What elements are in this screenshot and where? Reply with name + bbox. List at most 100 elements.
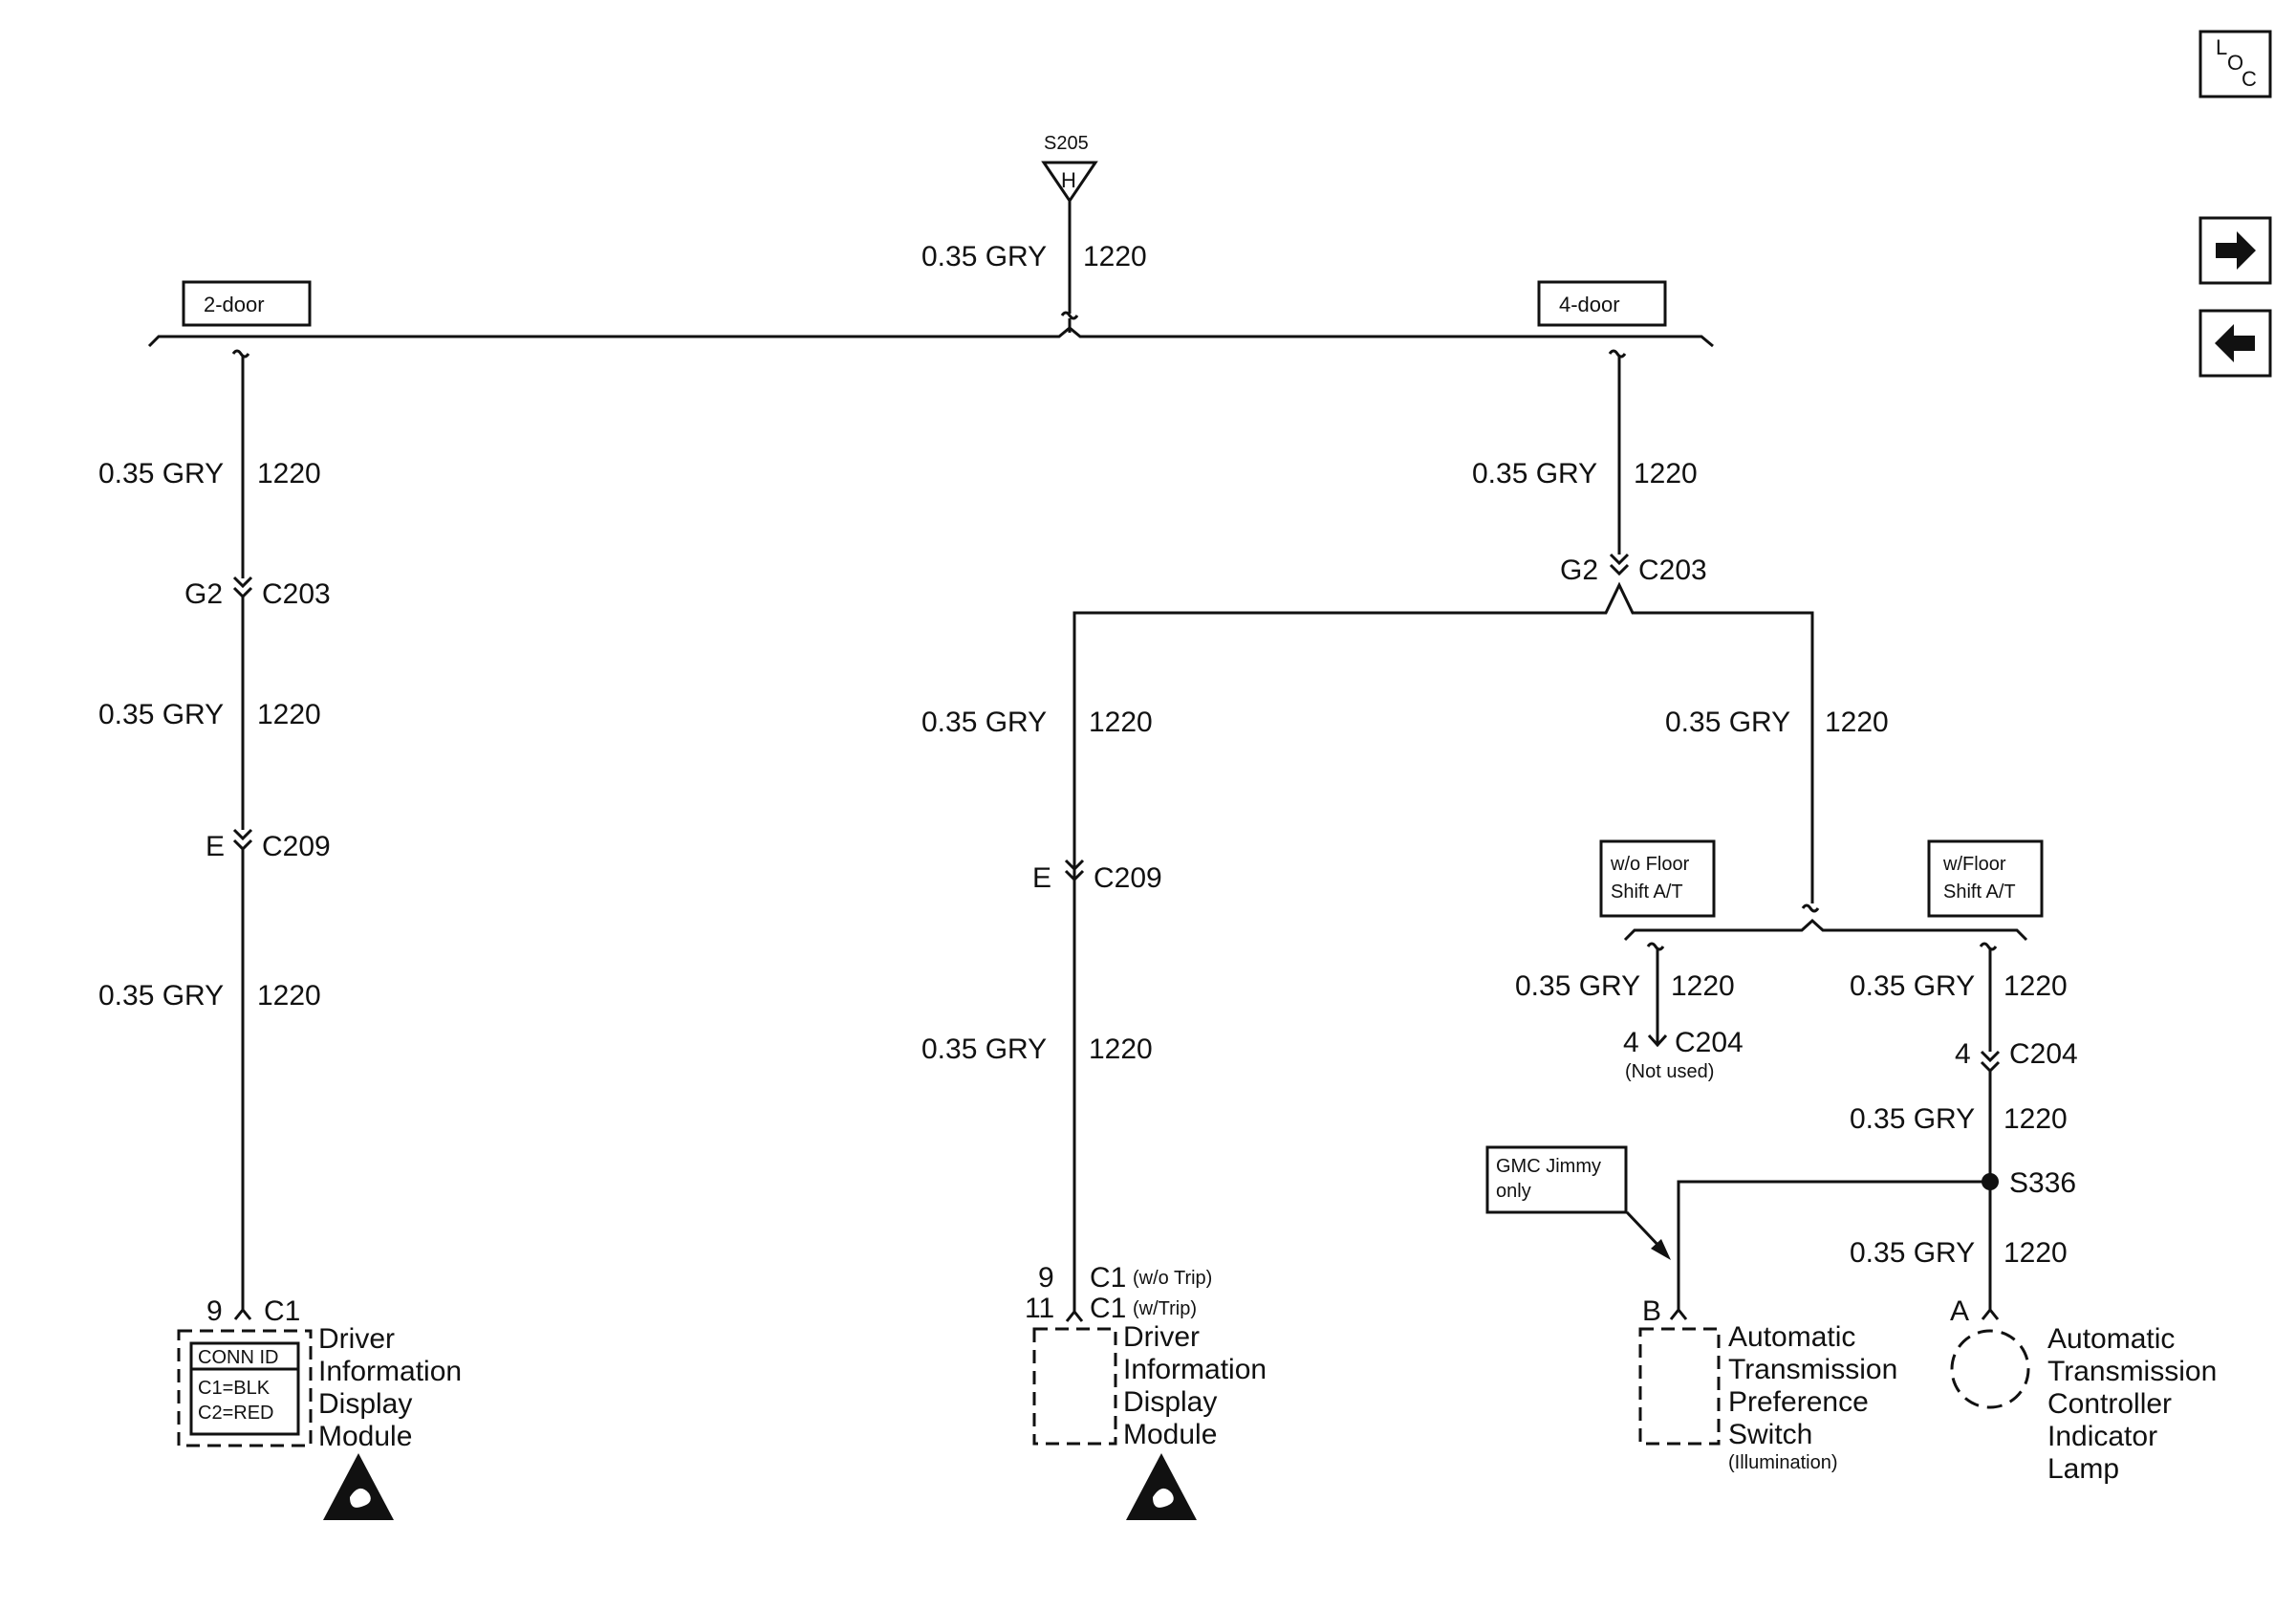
arrow-left-icon <box>2215 324 2255 362</box>
switch-name-4: Switch <box>1728 1419 1812 1450</box>
wire-color-right-1: 0.35 GRY <box>1472 458 1597 490</box>
wire-color-left-1: 0.35 GRY <box>98 458 224 490</box>
connector-c203-left-symbol <box>232 576 253 599</box>
conn-id-title: CONN ID <box>198 1347 278 1368</box>
variant-bracket <box>147 326 1714 348</box>
splice-s336-label: S336 <box>2009 1167 2076 1199</box>
switch-name-3: Preference <box>1728 1386 1869 1418</box>
switch-name-2: Transmission <box>1728 1354 1897 1385</box>
module-mid-conn-a: C1 <box>1090 1262 1126 1294</box>
module-mid-note-a: (w/o Trip) <box>1133 1268 1212 1289</box>
wo-floor-shift-line2: Shift A/T <box>1611 881 1683 903</box>
wire-color-left-2: 0.35 GRY <box>98 699 224 730</box>
module-mid-name-2: Information <box>1123 1354 1267 1385</box>
wire-break-left <box>231 349 250 359</box>
wire-circuit-wo: 1220 <box>1671 970 1735 1002</box>
lamp-pin: A <box>1950 1295 1969 1327</box>
connector-c203-left-name: C203 <box>262 578 331 610</box>
wire-circuit-left-2: 1220 <box>257 699 321 730</box>
esd-warning-icon <box>323 1453 394 1520</box>
loc-l: L <box>2216 35 2227 59</box>
wire-break-right <box>1608 349 1627 359</box>
connector-c204-wo-note: (Not used) <box>1625 1061 1714 1082</box>
connector-c204-wo-pin: 4 <box>1623 1027 1639 1058</box>
four-door-label: 4-door <box>1559 293 1620 316</box>
lamp-name-2: Transmission <box>2047 1356 2217 1387</box>
wire-color-w-2: 0.35 GRY <box>1850 1103 1975 1135</box>
two-door-box <box>182 280 312 327</box>
module-left-name-1: Driver <box>318 1323 395 1355</box>
module-mid-name-1: Driver <box>1123 1321 1200 1353</box>
next-page-button[interactable] <box>2199 216 2272 285</box>
gmc-note-arrowhead <box>1651 1239 1671 1260</box>
switch-note: (Illumination) <box>1728 1452 1837 1473</box>
w-floor-shift-box <box>1927 839 2044 918</box>
two-door-label: 2-door <box>204 293 265 316</box>
loc-button[interactable]: L O C <box>2199 30 2272 98</box>
module-mid-note-b: (w/Trip) <box>1133 1298 1197 1319</box>
wo-floor-shift-box <box>1599 839 1716 918</box>
module-mid-pin-b: 11 <box>1025 1293 1054 1324</box>
pin-left-symbol <box>233 1307 252 1320</box>
module-left-connector: C1 <box>264 1295 300 1327</box>
preference-switch-box <box>1638 1327 1721 1446</box>
module-mid-pin-a: 9 <box>1038 1262 1054 1294</box>
connector-c209-mid-pin: E <box>1032 862 1051 894</box>
wire-circuit-w-1: 1220 <box>2004 970 2068 1002</box>
wire-split-c203 <box>1072 581 1814 1312</box>
wire-break-top <box>1060 311 1079 320</box>
splice-s205-label: S205 <box>1044 133 1089 154</box>
splice-s205-letter: H <box>1061 168 1076 192</box>
indicator-lamp-symbol <box>1950 1329 2030 1409</box>
connector-c209-mid-name: C209 <box>1094 862 1162 894</box>
wire-color-w-1: 0.35 GRY <box>1850 970 1975 1002</box>
connector-c203-right-symbol <box>1609 553 1630 577</box>
gmc-note-line1: GMC Jimmy <box>1496 1156 1601 1177</box>
wire-color-mid-2: 0.35 GRY <box>921 1033 1047 1065</box>
loc-c: C <box>2242 67 2257 91</box>
wire-circuit-top: 1220 <box>1083 241 1147 272</box>
w-floor-shift-line2: Shift A/T <box>1943 881 2016 903</box>
connector-c209-left-pin: E <box>206 831 225 862</box>
connector-c203-right-name: C203 <box>1638 555 1707 586</box>
gmc-note-box <box>1485 1145 1628 1214</box>
arrow-right-icon <box>2216 231 2256 270</box>
module-mid-conn-b: C1 <box>1090 1293 1126 1324</box>
loc-o: O <box>2227 51 2243 75</box>
module-left-pin: 9 <box>206 1295 223 1327</box>
wire-color-wo: 0.35 GRY <box>1515 970 1640 1002</box>
previous-page-button[interactable] <box>2199 309 2272 378</box>
wire-circuit-right-2: 1220 <box>1825 707 1889 738</box>
four-door-box <box>1537 280 1667 327</box>
pin-switch-symbol <box>1669 1307 1688 1320</box>
connector-c203-left-pin: G2 <box>184 578 223 610</box>
wire-break-floor <box>1801 903 1820 913</box>
wo-floor-shift-line1: w/o Floor <box>1610 854 1690 875</box>
connector-c204-w-symbol <box>1980 1050 2001 1074</box>
wire-circuit-mid-1: 1220 <box>1089 707 1153 738</box>
wire-circuit-left-3: 1220 <box>257 980 321 1012</box>
pin-lamp-symbol <box>1981 1307 2000 1320</box>
wire-color-mid-1: 0.35 GRY <box>921 707 1047 738</box>
conn-id-line2: C2=RED <box>198 1403 273 1424</box>
pin-mid-symbol <box>1065 1309 1084 1322</box>
lamp-name-5: Lamp <box>2047 1453 2119 1485</box>
w-floor-shift-line1: w/Floor <box>1942 854 2006 875</box>
gmc-note-line2: only <box>1496 1181 1531 1202</box>
wire-color-w-3: 0.35 GRY <box>1850 1237 1975 1269</box>
lamp-name-1: Automatic <box>2047 1323 2175 1355</box>
module-mid-name-4: Module <box>1123 1419 1217 1450</box>
lamp-name-3: Controller <box>2047 1388 2172 1420</box>
switch-name-1: Automatic <box>1728 1321 1855 1353</box>
floor-shift-bracket <box>1623 918 2028 942</box>
wire-s336-to-switch <box>1677 1180 1990 1310</box>
driver-info-module-mid <box>1032 1327 1117 1446</box>
connector-c204-w-pin: 4 <box>1955 1038 1971 1070</box>
wire-circuit-left-1: 1220 <box>257 458 321 490</box>
connector-c209-mid-symbol <box>1064 859 1085 882</box>
connector-c204-w-name: C204 <box>2009 1038 2078 1070</box>
connector-c203-right-pin: G2 <box>1560 555 1598 586</box>
conn-id-box <box>189 1341 300 1436</box>
wire-color-right-2: 0.35 GRY <box>1665 707 1790 738</box>
